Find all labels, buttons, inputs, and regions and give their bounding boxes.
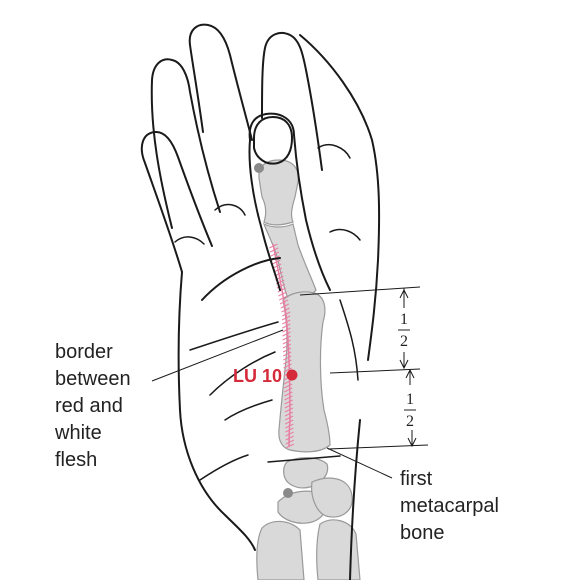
thumb-outline (248, 139, 281, 291)
radius-bone (256, 520, 305, 580)
finger-crease (317, 144, 351, 159)
bone-label-line: first (400, 468, 433, 490)
distal-phalanx (258, 159, 299, 226)
fraction-upper-numerator: 1 (400, 311, 408, 328)
palm-crease (189, 321, 279, 351)
lu10-label: LU 10 (233, 366, 282, 386)
hand-outline (140, 23, 381, 580)
palm-crease (199, 454, 249, 481)
thumb-web (201, 257, 281, 301)
bone-leader-line (326, 447, 393, 479)
finger-crease (329, 228, 361, 241)
lu10-point-marker (286, 369, 298, 381)
landmark-dot (254, 163, 264, 173)
carpal-bone (311, 477, 353, 518)
fraction-upper: 1 2 (398, 311, 410, 350)
palm-crease (209, 351, 276, 396)
border-label-line: flesh (55, 449, 97, 471)
fraction-upper-denominator: 2 (400, 333, 408, 350)
ring-finger (150, 58, 221, 229)
border-label-line: between (55, 368, 131, 390)
middle-finger (188, 23, 253, 141)
fraction-lower-numerator: 1 (406, 391, 414, 408)
index-finger (261, 31, 323, 171)
border-label: border between red and white flesh (54, 341, 131, 471)
hand-crease (224, 399, 273, 421)
landmark-dot (283, 488, 293, 498)
fraction-lower-denominator: 2 (406, 413, 414, 430)
first-metacarpal (278, 291, 331, 453)
finger-crease (214, 203, 246, 216)
ulna-bone (316, 519, 361, 580)
bone-label-line: bone (400, 522, 445, 544)
thenar-edge (339, 299, 359, 381)
wrist-right (349, 419, 361, 580)
measurement-lines (299, 286, 429, 450)
little-finger (140, 130, 213, 273)
border-label-line: border (55, 341, 113, 363)
red-white-flesh-border (269, 243, 295, 449)
thumbnail (253, 116, 293, 165)
border-label-line: white (54, 422, 102, 444)
palm-edge-right (299, 34, 381, 361)
bone-label: first metacarpal bone (400, 468, 499, 544)
thumb-outline (248, 112, 331, 291)
fraction-lower: 1 2 (404, 391, 416, 430)
border-leader-line (151, 329, 284, 382)
thumb-bones (256, 159, 361, 580)
finger-crease (174, 236, 205, 245)
wrist-crease (267, 455, 341, 463)
bone-label-line: metacarpal (400, 495, 499, 517)
border-label-line: red and (55, 395, 123, 417)
palm-edge-left (177, 271, 256, 551)
